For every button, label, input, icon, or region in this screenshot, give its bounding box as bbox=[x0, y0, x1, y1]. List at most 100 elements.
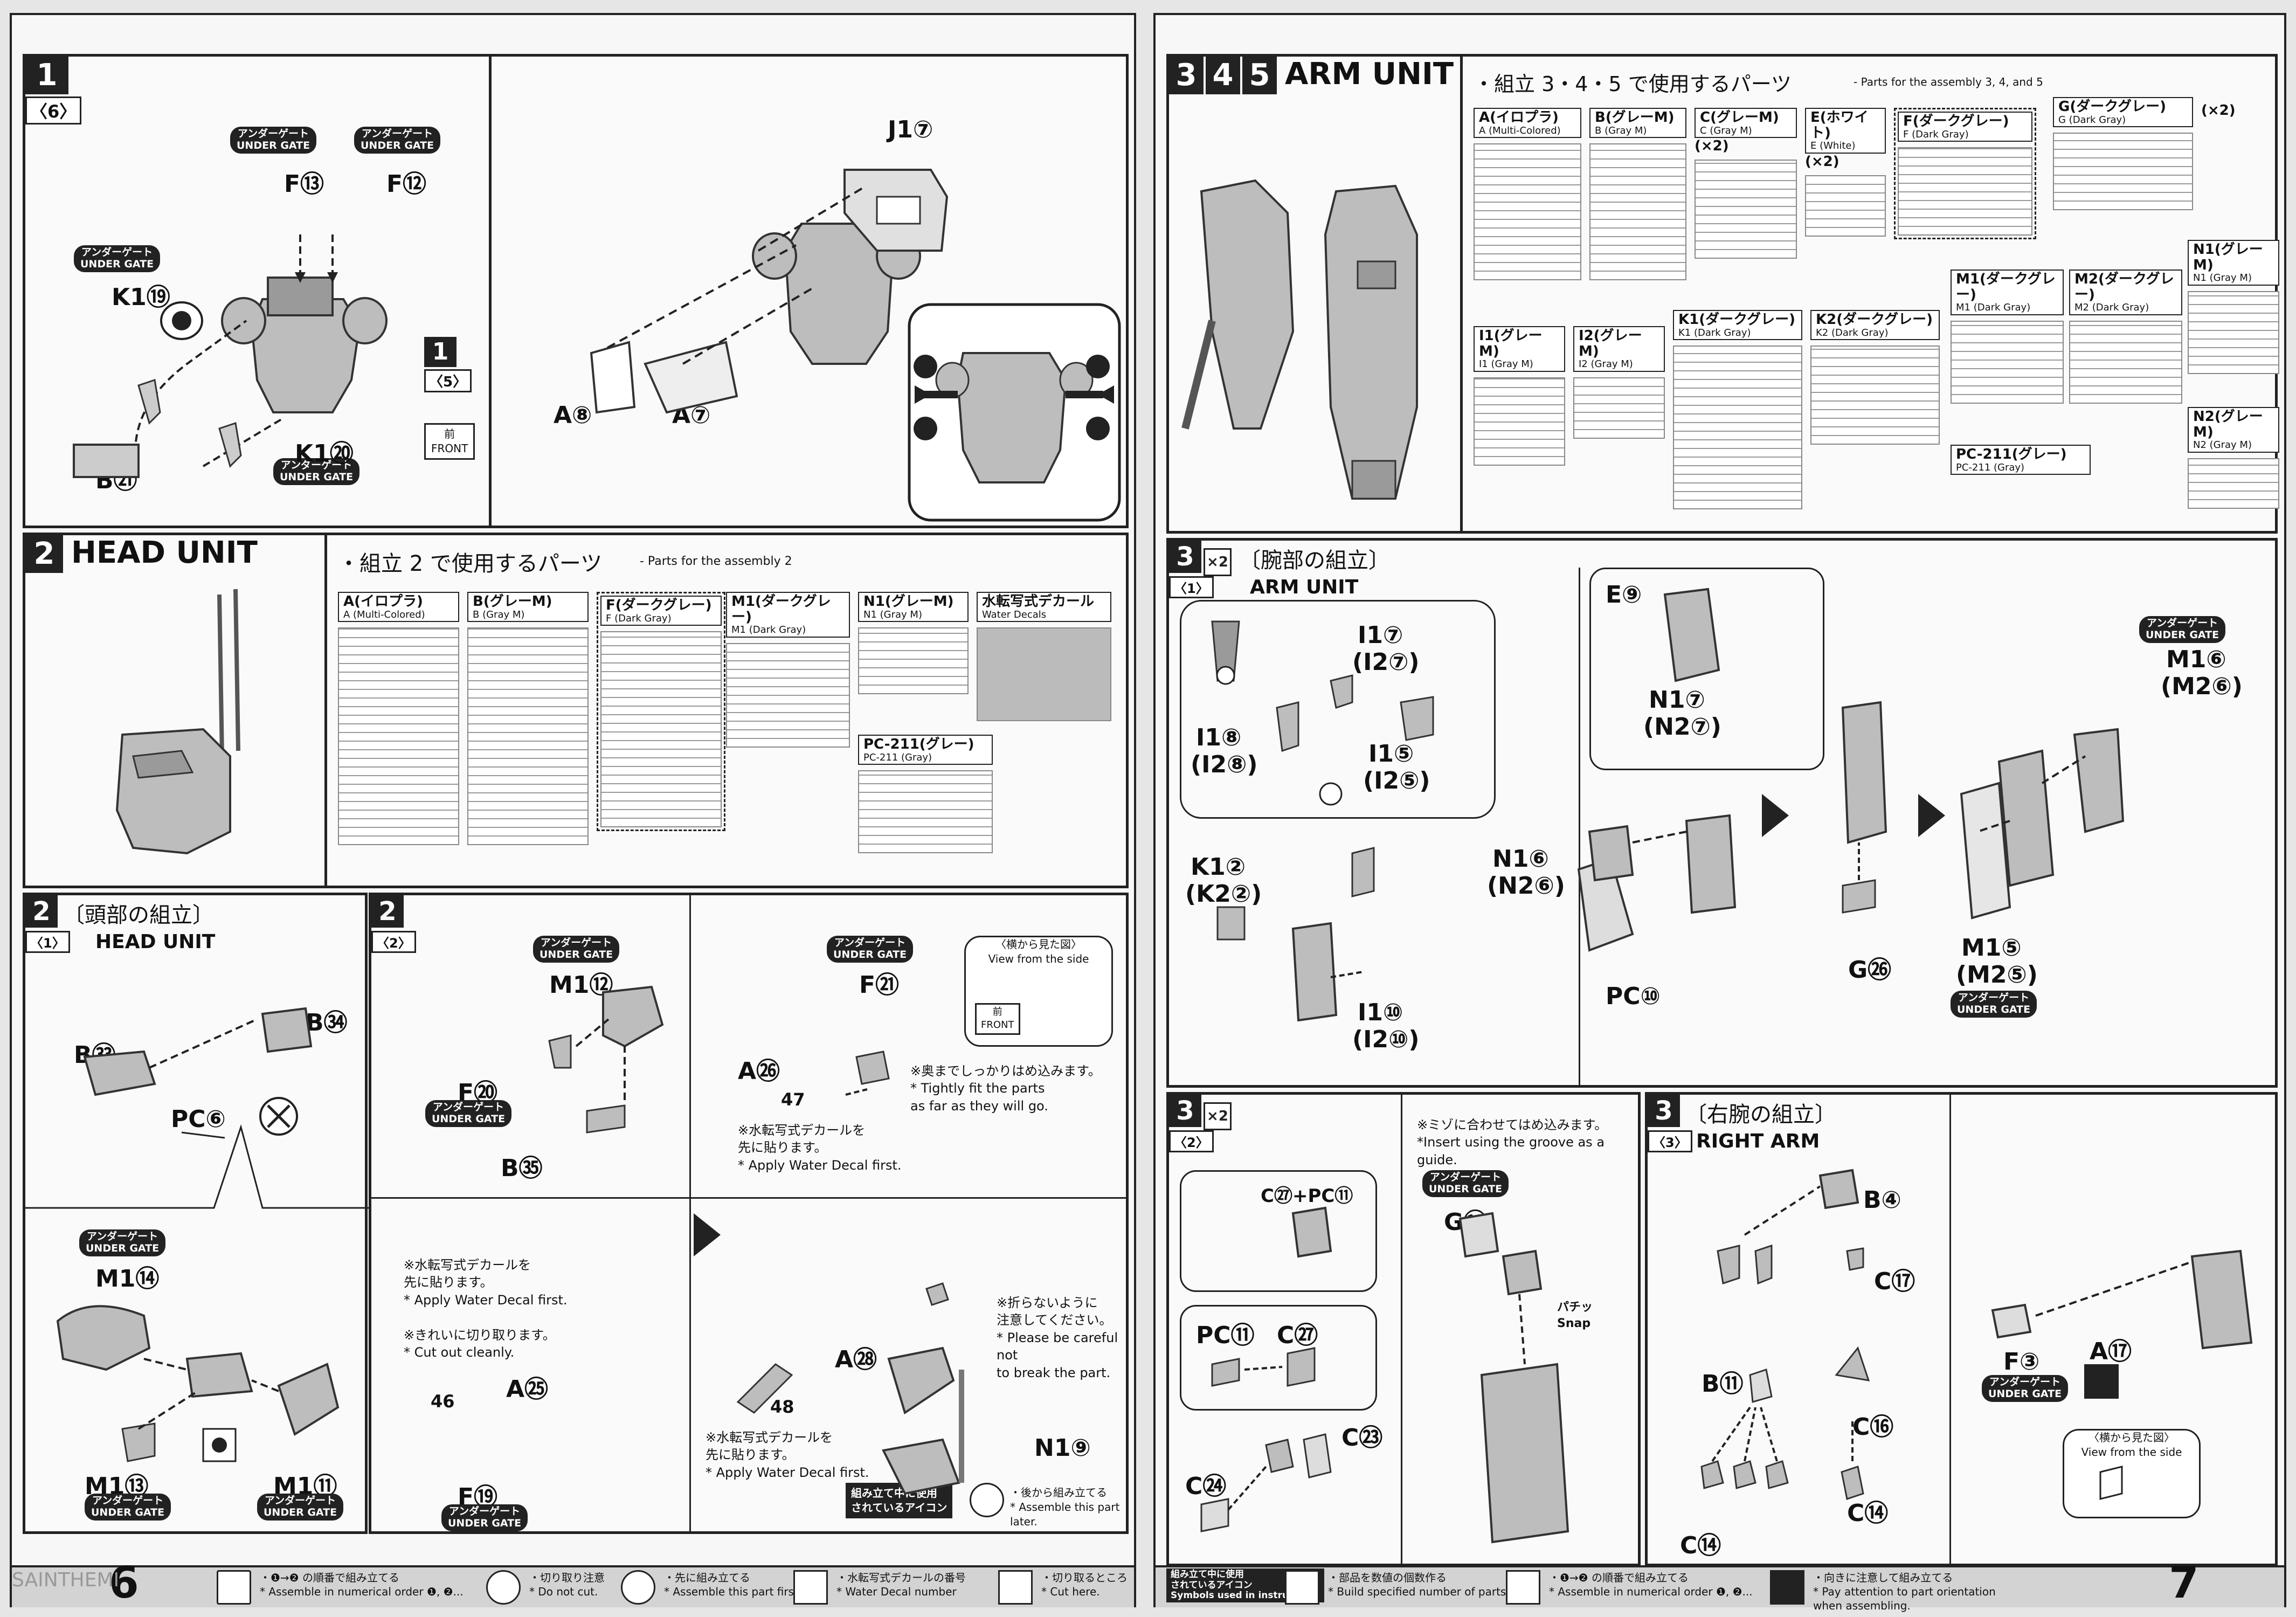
left-page: 1 〈6〉 アンダーゲート UNDER GATE アンダーゲート UNDER G… bbox=[10, 13, 1136, 1608]
head-unit-panel: 2 HEAD UNIT ・組立 2 で使用するパーツ - Parts for t… bbox=[23, 533, 1129, 888]
part-label: (I2⑤) bbox=[1363, 767, 1430, 794]
step3-1-title-en: ARM UNIT bbox=[1250, 576, 1359, 598]
part-label: A⑰ bbox=[2090, 1338, 2132, 1365]
part-label: B㉟ bbox=[501, 1155, 543, 1182]
part-label: K1⑳ bbox=[295, 440, 354, 467]
divider bbox=[371, 1197, 1129, 1199]
runner-sprue bbox=[1573, 377, 1665, 439]
runner-label-en: PC-211 (Gray) bbox=[1956, 461, 2025, 473]
under-gate-badge: アンダーゲート UNDER GATE bbox=[230, 127, 317, 154]
runner-label-en: A (Multi-Colored) bbox=[343, 609, 425, 620]
runner-label: A(イロプラ) bbox=[1479, 109, 1559, 126]
runner-label-en: M1 (Dark Gray) bbox=[1956, 302, 2031, 314]
side-view-box: 〈横から見た図〉 View from the side bbox=[2063, 1429, 2201, 1518]
parts-heading: ・組立 3・4・5 で使用するパーツ bbox=[1474, 72, 1792, 96]
runner-n1: N1(グレーM)N1 (Gray M) bbox=[2188, 240, 2279, 374]
step3-2-sub: 〈2〉 bbox=[1169, 1130, 1214, 1152]
part-label: B㉞ bbox=[306, 1009, 348, 1036]
multiplier: (×2) bbox=[1695, 138, 1729, 155]
order-icon bbox=[217, 1570, 251, 1605]
decal-number: 46 bbox=[431, 1391, 455, 1412]
step2-2-sub: 〈2〉 bbox=[371, 931, 416, 953]
divider bbox=[1949, 1095, 1951, 1566]
runner-sprue bbox=[1810, 345, 1940, 445]
torso-illustration-right bbox=[590, 169, 1121, 522]
runner-label: C(グレーM) bbox=[1700, 109, 1779, 126]
under-gate-badge: アンダーゲート UNDER GATE bbox=[425, 1100, 512, 1127]
runner-i2: I2(グレーM)I2 (Gray M) bbox=[1573, 326, 1665, 439]
later-text: ・後から組み立てる * Assemble this part later. bbox=[1010, 1486, 1120, 1528]
runner-sprue bbox=[726, 642, 850, 748]
page-number: 7 bbox=[2169, 1558, 2199, 1608]
runner-sprue bbox=[1474, 377, 1565, 466]
head-illustration bbox=[115, 589, 240, 855]
cut-here-icon bbox=[998, 1570, 1033, 1605]
part-label: C⑰ bbox=[1874, 1268, 1915, 1295]
runner-sprue bbox=[1589, 143, 1686, 281]
step2-1-panel: 2 〔頭部の組立〕 〈1〉 HEAD UNIT B㉝ B㉞ PC⑥ アンダーゲー… bbox=[23, 893, 370, 1534]
step3-3-title-en: RIGHT ARM bbox=[1696, 1130, 1820, 1152]
orientation-warning-icon bbox=[2084, 1364, 2119, 1399]
runner-label-en: K1 (Dark Gray) bbox=[1678, 327, 1751, 338]
under-gate-badge: アンダーゲート UNDER GATE bbox=[441, 1504, 528, 1531]
decal-number-icon bbox=[793, 1570, 828, 1605]
note-decal: ※水転写式デカールを 先に貼ります。 * Apply Water Decal f… bbox=[404, 1257, 568, 1308]
runner-label: A(イロプラ) bbox=[343, 593, 423, 610]
runner-label: M1(ダークグレー) bbox=[1956, 271, 2056, 303]
decal-sheet bbox=[977, 627, 1111, 722]
part-label: F㉑ bbox=[859, 971, 900, 999]
part-label: E⑨ bbox=[1606, 581, 1642, 609]
runner-label: PC-211(グレー) bbox=[1956, 446, 2067, 462]
watermark: SAINTHEMI bbox=[12, 1569, 120, 1591]
part-label: A㉖ bbox=[738, 1058, 780, 1085]
step3-3-title-jp: 〔右腕の組立〕 bbox=[1685, 1102, 1836, 1127]
runner-label: G(ダークグレー) bbox=[2058, 99, 2167, 115]
runner-sprue bbox=[2069, 320, 2182, 404]
part-label: B⑪ bbox=[1702, 1370, 1744, 1398]
legend-footer: 6 ・❶→❷ の順番で組み立てる * Assemble in numerical… bbox=[12, 1558, 1134, 1608]
step2-2-number: 2 bbox=[371, 895, 404, 928]
step3-1-title-jp: 〔腕部の組立〕 bbox=[1239, 548, 1390, 573]
under-gate-badge: アンダーゲート UNDER GATE bbox=[74, 245, 161, 272]
runner-label-en: PC-211 (Gray) bbox=[863, 751, 932, 763]
runner-label-en: F (Dark Gray) bbox=[606, 612, 672, 624]
divider bbox=[489, 57, 492, 526]
runner-label: N2(グレーM) bbox=[2193, 409, 2263, 440]
legend-item: ・切り取るところ * Cut here. bbox=[1041, 1571, 1128, 1598]
runner-label-en: N1 (Gray M) bbox=[2193, 272, 2252, 284]
legend-item: ・切り取り注意 * Do not cut. bbox=[529, 1571, 605, 1598]
part-label: F③ bbox=[2003, 1348, 2040, 1376]
legend-item: ・部品を数値の個数作る * Build specified number of … bbox=[1328, 1571, 1510, 1598]
part-label: G㉖ bbox=[1848, 956, 1892, 984]
runner-m2: M2(ダークグレー)M2 (Dark Gray) bbox=[2069, 270, 2182, 404]
step1-panel: 1 〈6〉 アンダーゲート UNDER GATE アンダーゲート UNDER G… bbox=[23, 54, 1129, 528]
under-gate-badge: アンダーゲート UNDER GATE bbox=[79, 1229, 166, 1256]
runner-label-en: M2 (Dark Gray) bbox=[2074, 302, 2149, 314]
step2-1-number: 2 bbox=[25, 895, 58, 928]
runner-label-en: E (White) bbox=[1810, 140, 1856, 152]
under-gate-badge: アンダーゲート UNDER GATE bbox=[827, 936, 914, 963]
side-view-box: 〈横から見た図〉 View from the side bbox=[964, 936, 1113, 1047]
divider bbox=[1401, 1095, 1402, 1566]
runner-sprue bbox=[1695, 160, 1797, 259]
step3-2-panel: 3 ×2 〈2〉 C㉗+PC⑪ PC⑪ C㉗ C㉓ C㉔ ※ミゾに合わせてはめ込… bbox=[1166, 1092, 1641, 1566]
runner-label: PC-211(グレー) bbox=[863, 736, 974, 752]
part-label: C⑭ bbox=[1847, 1499, 1889, 1527]
runner-label: N1(グレーM) bbox=[2193, 241, 2263, 273]
part-label: (N2⑥) bbox=[1487, 872, 1565, 900]
part-label: C㉗ bbox=[1277, 1322, 1318, 1349]
runner-n1: N1(グレーM)N1 (Gray M) bbox=[858, 592, 969, 695]
step1-ref-sub: 〈5〉 bbox=[424, 369, 472, 392]
note-cut: ※きれいに切り取ります。 * Cut out cleanly. bbox=[404, 1328, 556, 1360]
runner-m1: M1(ダークグレー)M1 (Dark Gray) bbox=[726, 592, 850, 748]
divider bbox=[1579, 568, 1580, 1088]
next-arrow-icon bbox=[694, 1213, 721, 1256]
part-label: F⑬ bbox=[284, 170, 324, 198]
runner-sprue bbox=[2188, 291, 2279, 374]
runner-label-en: K2 (Dark Gray) bbox=[1816, 327, 1889, 338]
runner-label-en: I2 (Gray M) bbox=[1579, 358, 1633, 370]
runner-label: M2(ダークグレー) bbox=[2074, 271, 2174, 303]
runner-sprue bbox=[1474, 143, 1581, 281]
step2-1-sub: 〈1〉 bbox=[25, 931, 70, 953]
arm-unit-number: 4 bbox=[1206, 57, 1240, 94]
